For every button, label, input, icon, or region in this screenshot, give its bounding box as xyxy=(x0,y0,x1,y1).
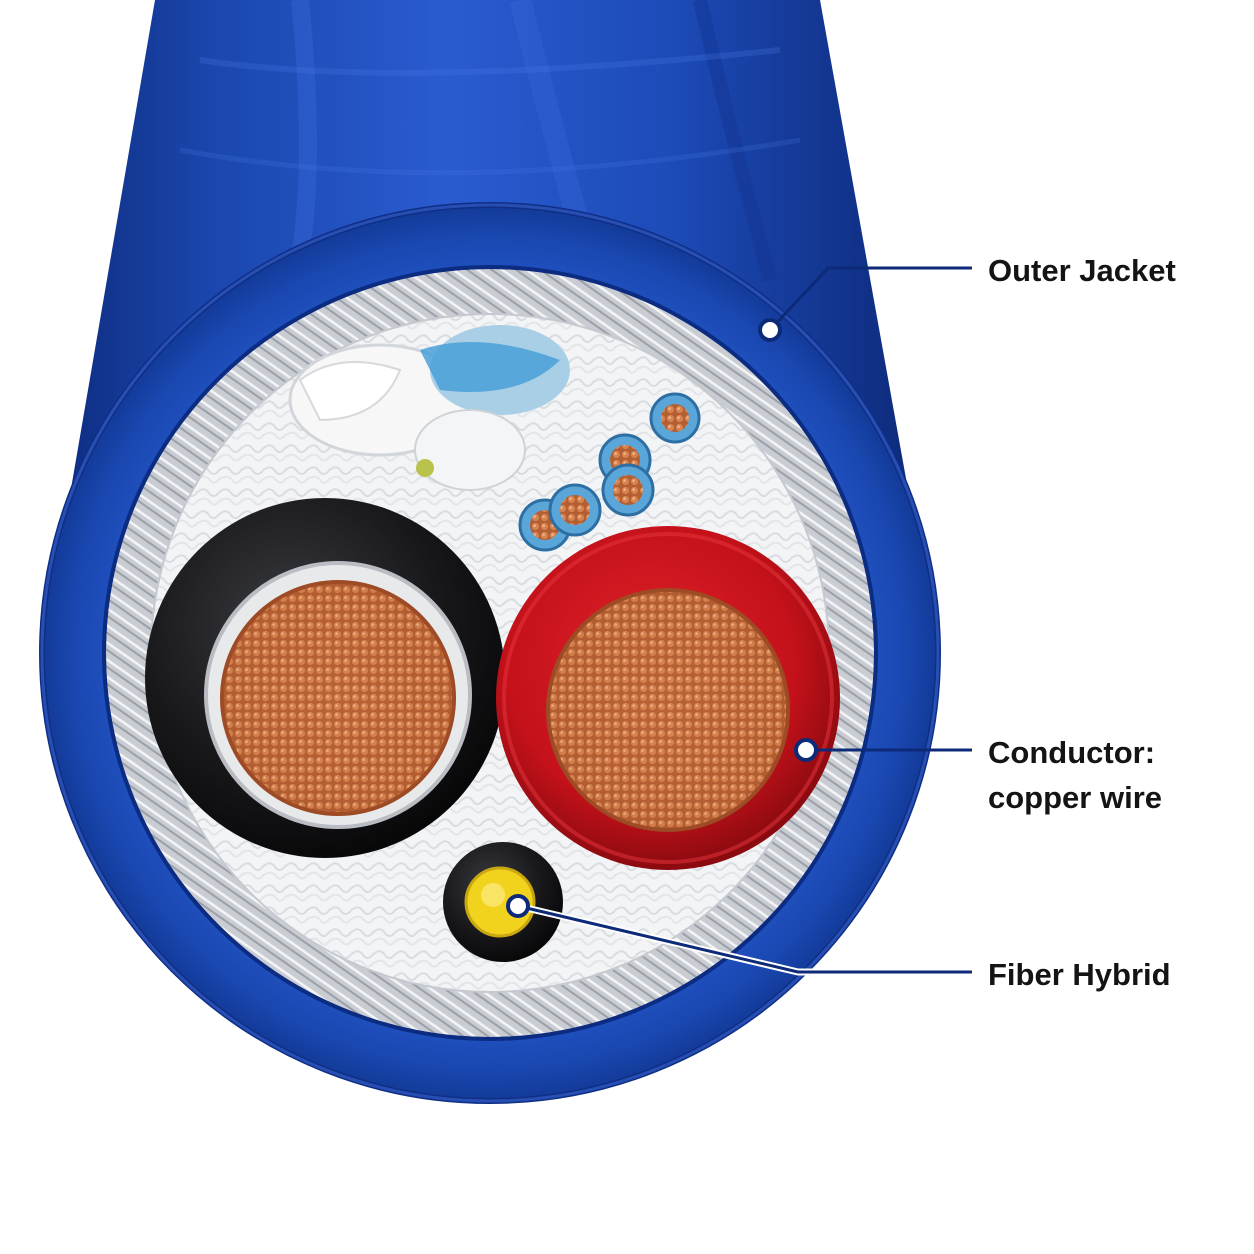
label-outer-jacket: Outer Jacket xyxy=(988,253,1176,288)
callout-conductor: Conductor: copper wire xyxy=(794,735,1162,815)
label-conductor-line1: Conductor: xyxy=(988,735,1155,770)
pair-wire xyxy=(548,483,602,537)
label-fiber-hybrid: Fiber Hybrid xyxy=(988,957,1171,992)
callout-dot xyxy=(794,738,818,762)
braided-shield xyxy=(106,269,874,1037)
data-pairs-bundle xyxy=(288,325,701,552)
fiber-element xyxy=(443,842,563,962)
callout-fiber-hybrid: Fiber Hybrid xyxy=(506,894,1171,992)
callout-dot xyxy=(506,894,530,918)
pair-wire xyxy=(649,392,701,444)
pair-wire xyxy=(601,463,655,517)
red-conductor xyxy=(496,526,840,870)
black-conductor xyxy=(145,498,505,858)
label-conductor-line2: copper wire xyxy=(988,780,1162,815)
callout-outer-jacket: Outer Jacket xyxy=(758,253,1176,342)
callout-dot xyxy=(758,318,782,342)
